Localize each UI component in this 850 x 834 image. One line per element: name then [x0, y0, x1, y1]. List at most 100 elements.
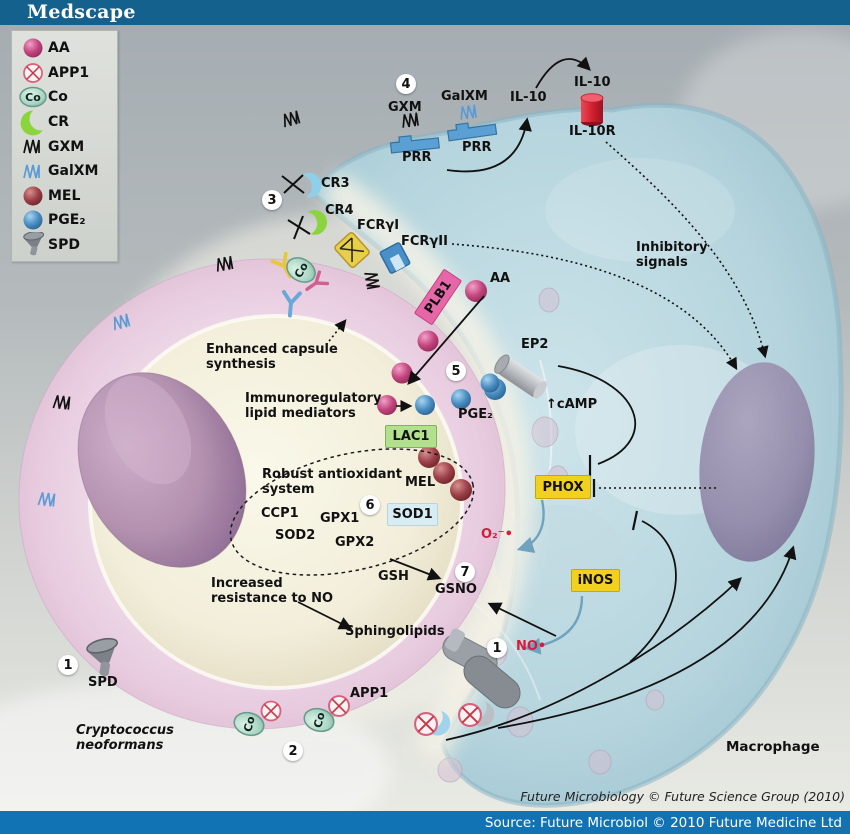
pge2-label: PGE₂	[458, 407, 493, 422]
aa-spheres	[377, 280, 487, 415]
medscape-header-bar: Medscape	[0, 0, 850, 25]
cr4-cross-icon	[287, 215, 311, 240]
spd-label: SPD	[88, 675, 118, 690]
il10-to-il10r-arrow	[535, 56, 591, 89]
pge2-spheres	[415, 373, 500, 415]
co-app1-membrane: Co Co	[233, 695, 350, 737]
step-marker-3: 3	[262, 190, 282, 210]
fcr-gamma1-receptor	[334, 232, 370, 268]
inos-tag: iNOS	[571, 569, 620, 592]
inos-inhibition-tbar	[631, 510, 639, 531]
il10r-receptor	[580, 93, 604, 126]
macrophage-label: Macrophage	[726, 739, 820, 755]
app1-label: APP1	[350, 686, 389, 701]
cr4-receptor	[302, 209, 328, 235]
mel-label: MEL	[405, 475, 436, 490]
step-marker-7: 7	[455, 562, 475, 582]
sphingolipids-label: Sphingolipids	[345, 624, 445, 639]
co-opsonin: Co	[286, 257, 316, 283]
camp-label: ↑cAMP	[546, 397, 598, 412]
nitric-oxide-label: NO•	[516, 639, 547, 654]
source-text: Source: Future Microbiol © 2010 Future M…	[484, 814, 842, 831]
il10-bound-label: IL-10	[574, 75, 611, 90]
inos-inhibition-curve	[629, 520, 677, 663]
fcr-gamma1-label: FCRγI	[357, 218, 400, 233]
prr-right-label: PRR	[462, 140, 492, 155]
gsh-label: GSH	[378, 569, 409, 584]
arrows	[297, 56, 797, 741]
gsh-to-gsno-arrow	[389, 558, 442, 581]
spd-funnels-phagosome	[442, 628, 521, 709]
cryptococcus-label: Cryptococcus neoformans	[76, 723, 174, 753]
legend-item-galxm: GalXM	[18, 159, 117, 184]
legend-item-mel: MEL	[18, 184, 117, 209]
galxm-zigzag-icon	[18, 162, 48, 181]
legend-item-aa: AA	[18, 36, 117, 61]
legend-item-pge2: PGE₂	[18, 208, 117, 233]
legend-item-co: Co Co	[18, 85, 117, 110]
legend-item-gxm: GXM	[18, 134, 117, 159]
antioxidant-system-outline	[229, 448, 475, 576]
sod2-label: SOD2	[275, 528, 316, 543]
step-marker-5: 5	[446, 361, 466, 381]
prr-left-label: PRR	[402, 150, 432, 165]
fcr-gxm-zigzag	[363, 270, 381, 290]
mel-spheres	[418, 446, 472, 501]
superoxide-label: O₂⁻•	[481, 527, 513, 542]
dotted-arrows	[325, 141, 769, 489]
gpx2-label: GPX2	[335, 535, 375, 550]
immunoregulatory-annotation: Immunoregulatory lipid mediators	[245, 391, 382, 421]
il10r-label: IL-10R	[569, 124, 616, 139]
lac1-tag: LAC1	[385, 425, 437, 448]
spd-funnel-icon	[18, 232, 48, 258]
cryptococcus-cell	[18, 258, 506, 730]
step-marker-4: 4	[396, 74, 416, 94]
medscape-logo: Medscape	[27, 1, 136, 23]
phox-to-superoxide-arrow	[516, 499, 545, 553]
gsno-label: GSNO	[435, 582, 477, 597]
ep2-receptor	[494, 354, 547, 399]
gxm-label: GXM	[388, 100, 422, 115]
phagosome-to-nucleus-arrow-2	[497, 545, 797, 729]
cr-crescent-icon	[18, 109, 48, 136]
gxm-zigzag-icon	[18, 137, 48, 156]
svg-text:Co: Co	[311, 710, 328, 729]
legend-item-app1: APP1	[18, 61, 117, 86]
robust-antioxidant-annotation: Robust antioxidant system	[262, 467, 402, 497]
pge2-sphere-icon	[18, 209, 48, 231]
app1-icon	[328, 695, 350, 717]
app1-icon	[260, 700, 282, 722]
fcr-gamma2-label: FCRγII	[401, 234, 448, 249]
no-to-gsno-arrow	[487, 602, 557, 637]
step-marker-1: 1	[58, 655, 78, 675]
aa-sphere-icon	[18, 37, 48, 59]
step-marker-2: 2	[283, 741, 303, 761]
sod1-tag: SOD1	[387, 503, 438, 526]
ccp1-label: CCP1	[261, 506, 299, 521]
svg-text:Co: Co	[241, 714, 258, 733]
inos-to-no-arrow	[523, 595, 584, 655]
cr3-cross-icon	[281, 174, 305, 194]
blue-arrows	[516, 499, 584, 655]
galxm-zigzag	[458, 103, 477, 121]
inhibitory-signals-label: Inhibitory signals	[636, 240, 708, 270]
il10-released-label: IL-10	[510, 90, 547, 105]
enhanced-capsule-annotation: Enhanced capsule synthesis	[206, 342, 338, 372]
fcr-inhibitory-dotted-arrow	[451, 243, 738, 371]
step-marker-1b: 1	[487, 638, 507, 658]
capsule-synthesis-dotted-arrow	[325, 319, 347, 346]
fcr-gamma2-receptor	[379, 242, 411, 274]
app1-icon	[18, 62, 48, 84]
co-icon: Co	[18, 86, 48, 108]
camp-to-phox-curve	[557, 365, 637, 465]
legend-box: AA APP1 Co Co CR GXM GalXM MEL PGE₂ SPD	[11, 30, 118, 262]
gpx1-label: GPX1	[320, 511, 360, 526]
step-marker-6: 6	[360, 495, 380, 515]
aa-label: AA	[490, 271, 511, 286]
increased-resistance-annotation: Increased resistance to NO	[211, 576, 334, 606]
ep2-label: EP2	[521, 337, 549, 352]
galxm-label: GalXM	[441, 89, 488, 104]
mel-sphere-icon	[18, 185, 48, 207]
